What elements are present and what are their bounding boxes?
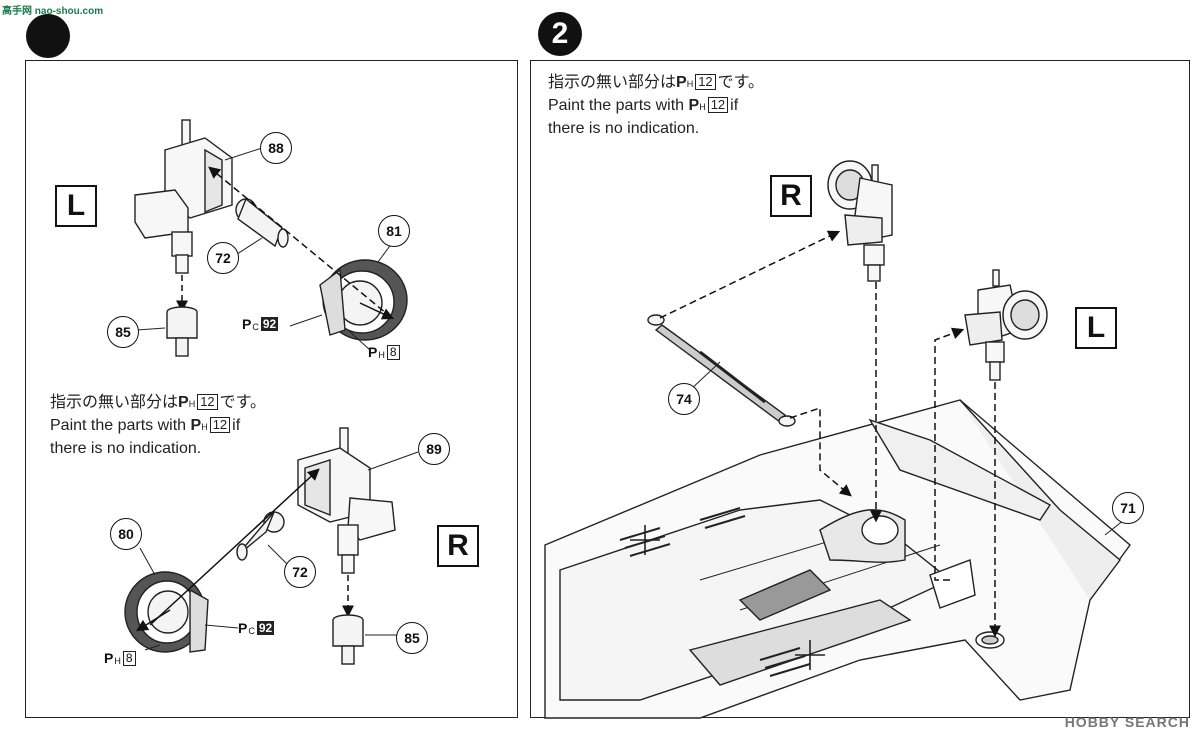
tie-rod-74-drawing bbox=[647, 314, 796, 427]
cap-85-bottom bbox=[332, 614, 364, 665]
part-callout-81: 81 bbox=[378, 215, 410, 247]
arrow-hub-out bbox=[359, 302, 395, 320]
watermark-logo-left: 高手网 nao-shou.com bbox=[2, 6, 104, 17]
cap-85-top bbox=[166, 306, 198, 357]
part-callout-72-top: 72 bbox=[207, 242, 239, 274]
arrow-74-to-r bbox=[659, 230, 841, 319]
step1-panel bbox=[25, 60, 518, 718]
part-callout-89: 89 bbox=[418, 433, 450, 465]
hub-81-drawing bbox=[319, 259, 408, 341]
step1-badge bbox=[26, 14, 70, 58]
knuckle-r-step2-drawing bbox=[827, 160, 893, 282]
pin-72-bottom bbox=[236, 511, 285, 561]
watermark-hobby-search: HOBBY SEARCH bbox=[1064, 714, 1190, 730]
arrow-89-80 bbox=[149, 468, 320, 626]
step2-badge: 2 bbox=[538, 12, 582, 56]
arrow-88-81 bbox=[208, 166, 393, 319]
side-label-left-step2: L bbox=[1075, 307, 1117, 349]
part-callout-88: 88 bbox=[260, 132, 292, 164]
knuckle-89-drawing bbox=[297, 427, 396, 574]
part-callout-85-top: 85 bbox=[107, 316, 139, 348]
pin-72-top bbox=[235, 197, 289, 248]
arrow-hub-out-r bbox=[135, 609, 171, 632]
step2-panel bbox=[530, 60, 1190, 718]
part-callout-72-bottom: 72 bbox=[284, 556, 316, 588]
side-label-left: L bbox=[55, 185, 97, 227]
part-callout-80: 80 bbox=[110, 518, 142, 550]
chassis-71-drawing bbox=[544, 399, 1131, 719]
arrow-74-to-chassis bbox=[789, 406, 852, 497]
part-callout-71: 71 bbox=[1112, 492, 1144, 524]
side-label-right-step2: R bbox=[770, 175, 812, 217]
knuckle-l-step2-drawing bbox=[964, 269, 1048, 381]
side-label-right: R bbox=[437, 525, 479, 567]
part-callout-74: 74 bbox=[668, 383, 700, 415]
arrow-l-to-tie-rod bbox=[934, 327, 965, 581]
knuckle-88-drawing bbox=[134, 119, 233, 274]
part-callout-85-bottom: 85 bbox=[396, 622, 428, 654]
